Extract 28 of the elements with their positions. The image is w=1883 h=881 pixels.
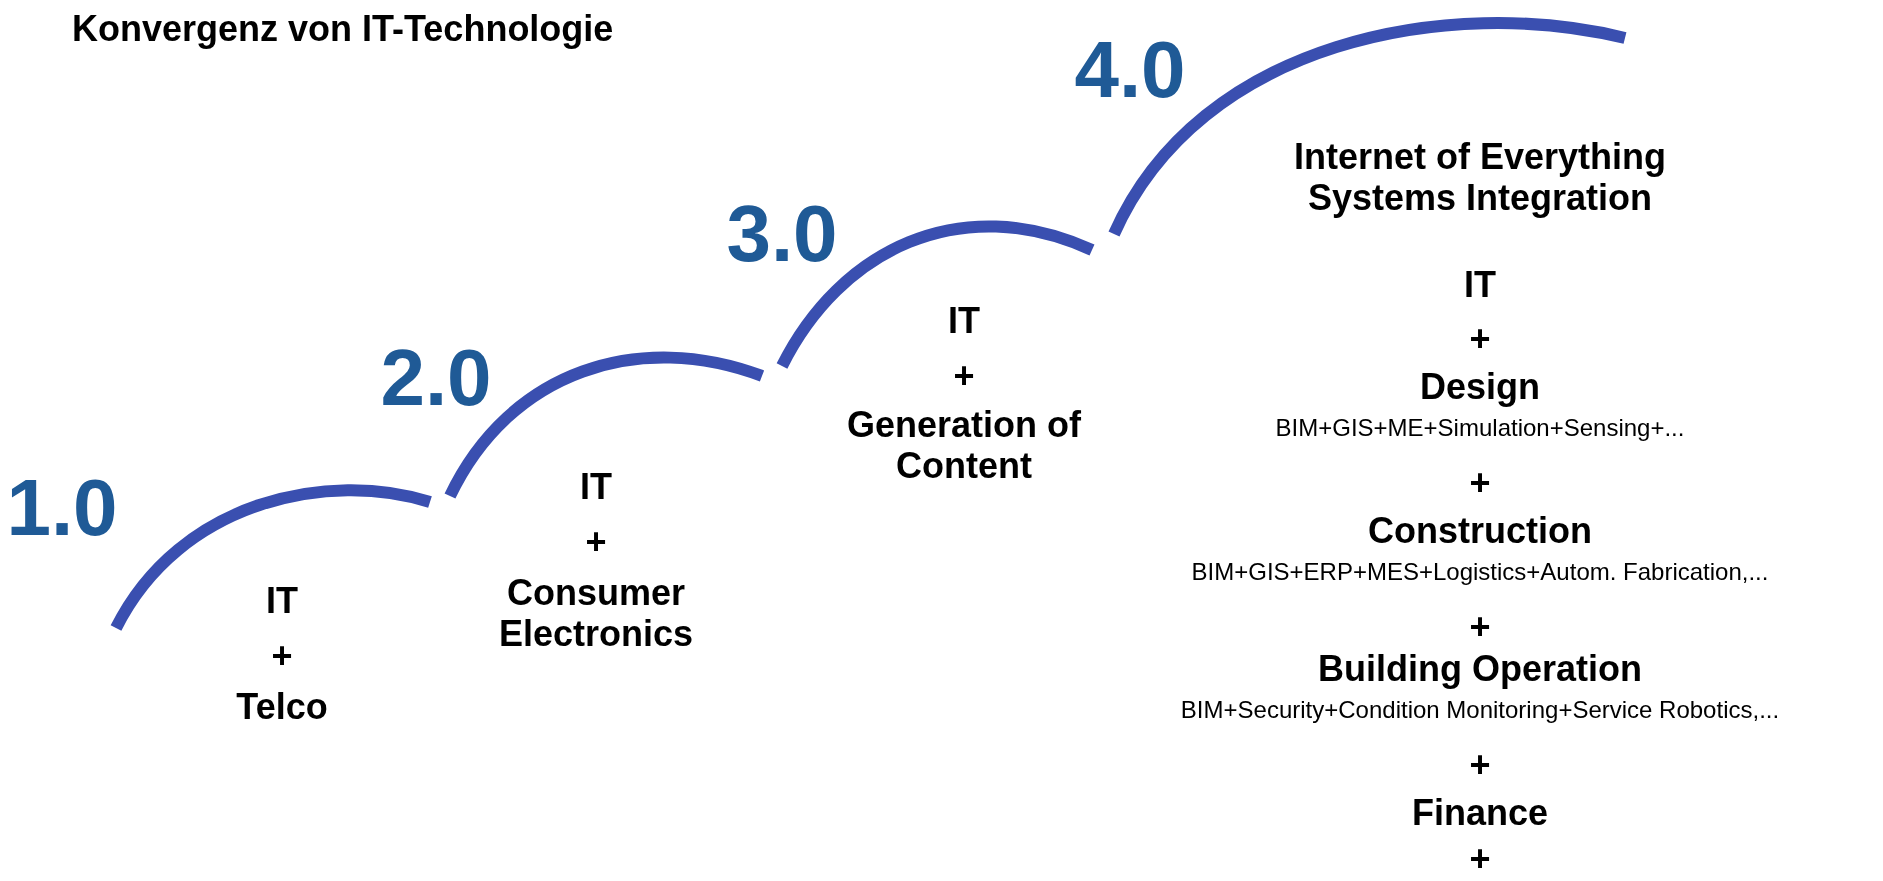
technology-list: BIM+GIS+ME+Simulation+Sensing+... — [1275, 414, 1685, 442]
stage-text: IT — [266, 580, 298, 622]
version-number: 3.0 — [726, 194, 838, 274]
version-number: 4.0 — [1074, 30, 1186, 110]
stage-text: Generation of Content — [846, 404, 1082, 487]
version-number: 1.0 — [6, 468, 118, 548]
stage-text: IT — [580, 466, 612, 508]
stage-text: + — [1469, 462, 1491, 504]
stage-text: Construction — [1368, 510, 1592, 552]
technology-list: BIM+Security+Condition Monitoring+Service Robotics,... — [1180, 696, 1780, 724]
stage-text: + — [953, 355, 975, 397]
stage-text: Building Operation — [1318, 648, 1642, 690]
technology-list: BIM+GIS+ERP+MES+Logistics+Autom. Fabrication,... — [1191, 558, 1769, 586]
stage-text: IT — [1464, 264, 1496, 306]
stage-text: + — [1469, 318, 1491, 360]
stage-text: Internet of Everything Systems Integration — [1292, 136, 1667, 219]
stage-text: IT — [948, 300, 980, 342]
stage-text: + — [585, 521, 607, 563]
stage-text: + — [271, 635, 293, 677]
stage-text: + — [1469, 744, 1491, 786]
stage-text: Finance — [1412, 792, 1548, 834]
version-number: 2.0 — [380, 338, 492, 418]
stage-text: Consumer Electronics — [497, 572, 695, 655]
stage-text: + — [1469, 838, 1491, 880]
stage-text: Telco — [236, 686, 328, 728]
stage-text: Design — [1420, 366, 1540, 408]
title: Konvergenz von IT-Technologie — [72, 8, 614, 50]
stage-text: + — [1469, 606, 1491, 648]
